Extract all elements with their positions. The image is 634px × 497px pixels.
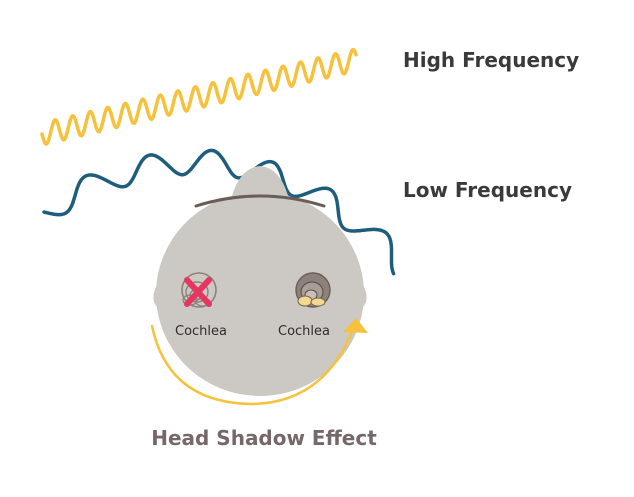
left-cochlea-label: Cochlea [175, 324, 227, 339]
head [156, 192, 364, 396]
low-frequency-label: Low Frequency [403, 178, 572, 202]
nose [232, 166, 288, 196]
right-cochlea-icon [295, 272, 331, 308]
low-frequency-wave [42, 148, 396, 276]
diagram-caption: Head Shadow Effect [151, 426, 377, 450]
high-frequency-wave [40, 47, 358, 146]
hairline [194, 194, 326, 208]
arrow-head [343, 318, 368, 333]
x-mark-icon [184, 277, 212, 307]
high-frequency-label: High Frequency [403, 48, 579, 72]
curved-arrow-icon [150, 324, 354, 406]
head-top-view [153, 166, 367, 396]
right-cochlea-label: Cochlea [278, 324, 330, 339]
